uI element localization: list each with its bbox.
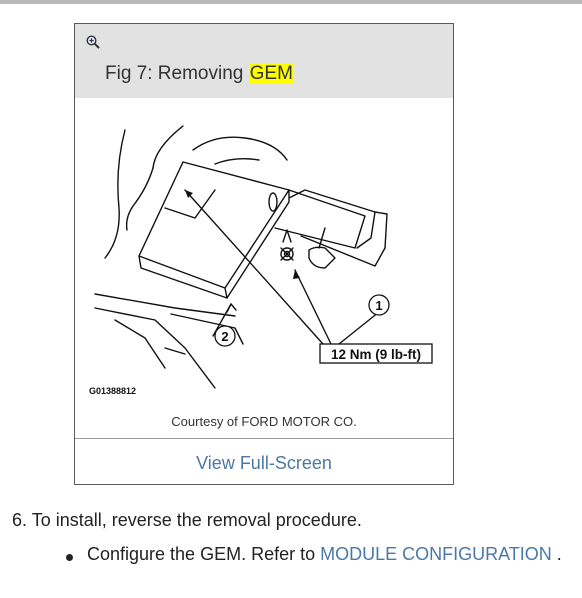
bullet-after: . xyxy=(551,544,562,564)
callout-2: 2 xyxy=(221,329,228,344)
zoom-in-icon[interactable] xyxy=(86,35,100,49)
figure-divider xyxy=(75,438,453,439)
step-6: 6. To install, reverse the removal proce… xyxy=(12,510,362,530)
figure-title: Fig 7: Removing GEM xyxy=(105,62,294,86)
module-configuration-link[interactable]: MODULE CONFIGURATION xyxy=(320,544,552,564)
bullet-dot xyxy=(66,554,73,561)
bullet-item: Configure the GEM. Refer to MODULE CONFI… xyxy=(87,544,562,565)
top-rule xyxy=(0,0,582,4)
figure-title-prefix: Fig 7: Removing xyxy=(105,63,249,84)
bullet-text: Configure the GEM. Refer to xyxy=(87,544,321,564)
torque-label: 12 Nm (9 lb-ft) xyxy=(331,347,421,362)
callout-1: 1 xyxy=(375,298,382,313)
drawing-id: G01388812 xyxy=(89,386,136,396)
figure-title-highlight: GEM xyxy=(248,63,294,84)
figure-card: Fig 7: Removing GEM xyxy=(74,23,454,485)
view-fullscreen-link[interactable]: View Full-Screen xyxy=(196,453,332,473)
courtesy-note: Courtesy of FORD MOTOR CO. xyxy=(171,414,357,429)
gem-removal-drawing: 1 2 12 Nm (9 lb-ft) G01388812 xyxy=(89,125,433,396)
figure-header: Fig 7: Removing GEM xyxy=(75,24,453,98)
